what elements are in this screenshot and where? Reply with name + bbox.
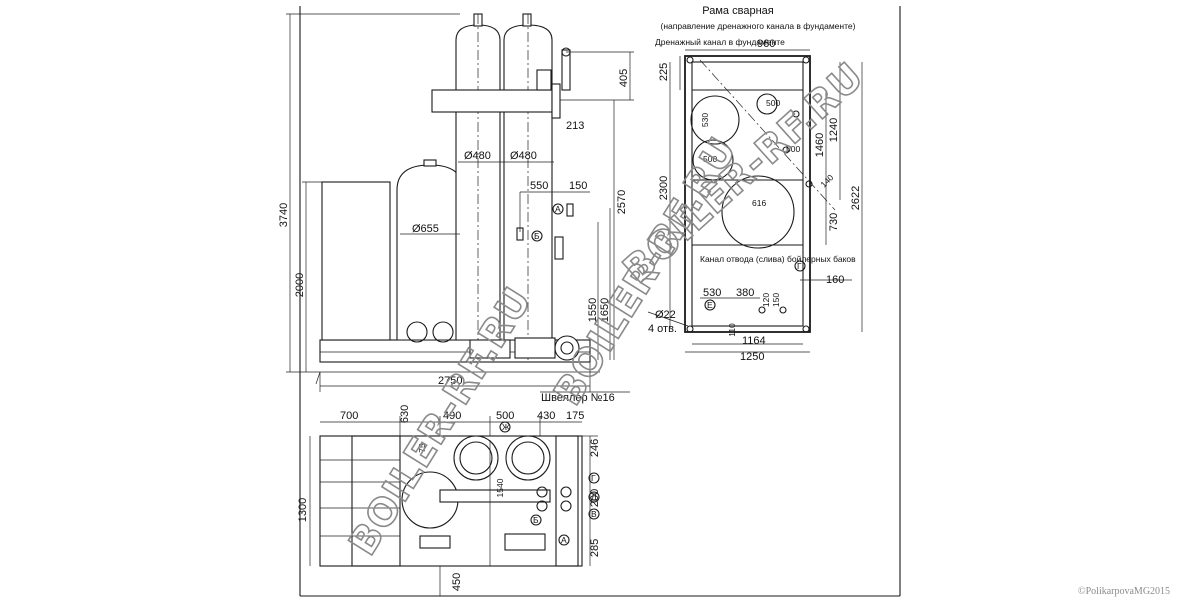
marker-b-front: Б [531,230,543,242]
dim-d655: Ø655 [412,223,439,235]
tank-outlet-label: Канал отвода (слива) бойлерных баков [700,254,856,264]
dim-405: 405 [618,69,630,87]
dim-246: 246 [589,439,601,457]
dim-1164: 1164 [742,335,766,347]
dim-490: 490 [443,410,461,422]
dim-d480-left: Ø480 [464,150,491,162]
dim-150-frame: 150 [771,293,781,307]
column-plan-right [505,435,551,481]
frame-subtitle: (направление дренажного канала в фундаме… [661,21,856,31]
dim-616: 616 [752,198,766,208]
dim-630: 630 [399,405,411,423]
svg-text:Б: Б [533,515,539,525]
svg-text:Б: Б [534,231,540,241]
dim-730: 730 [828,213,840,231]
control-cabinet [321,181,391,341]
dim-d480-right: Ø480 [510,150,537,162]
marker-g-frame: Г [794,260,806,272]
svg-text:А: А [555,204,561,214]
column-plan-left [453,435,499,481]
dim-1650: 1650 [599,298,611,322]
sheet-frame [299,6,901,597]
drain-channel-label: Дренажный канал в фундаменте [655,37,785,47]
dim-1550: 1550 [587,298,599,322]
frame-view [684,55,836,333]
dim-530-bottom: 530 [703,287,721,299]
marker-g-plan: Г [588,472,600,484]
dim-500-a: 500 [766,98,780,108]
dim-2750: 2750 [438,375,462,387]
dim-700: 700 [340,410,358,422]
dim-500-c: 500 [786,144,800,154]
frame-dimensions [647,49,863,353]
dim-380: 380 [736,287,754,299]
header-pipe [431,89,553,113]
dim-75: 75 [417,443,427,453]
dim-225: 225 [658,63,670,81]
dim-160: 160 [826,274,844,286]
svg-text:Е: Е [707,300,713,310]
channel-label: Швеллер №16 [541,392,615,404]
front-dimensions [286,13,634,393]
dim-150: 150 [569,180,587,192]
dim-500-b: 500 [703,154,717,164]
frame-title: Рама сварная [702,5,773,17]
dim-1460: 1460 [814,133,826,157]
plan-outline [319,435,583,567]
dim-110: 110 [727,323,737,337]
dim-960: 960 [757,38,775,50]
plan-dimensions [309,416,598,596]
marker-v-plan: В [588,508,600,520]
dim-1250: 1250 [740,351,764,363]
svg-text:Г: Г [591,473,596,483]
svg-text:В: В [591,509,597,519]
welded-frame [684,55,811,333]
dim-285: 285 [589,539,601,557]
marker-zh-plan: Ж [499,421,511,433]
marker-a-front: А [552,203,564,215]
dim-213: 213 [566,120,584,132]
plan-view [319,435,583,567]
dim-500: 500 [496,410,514,422]
dim-1300: 1300 [297,498,309,522]
svg-text:Д: Д [591,492,597,502]
dim-2300: 2300 [658,176,670,200]
copyright-text: ©PolikarpovaMG2015 [1078,586,1170,597]
svg-text:А: А [561,535,567,545]
holes-label-2: 4 отв. [648,323,677,335]
dim-550: 550 [530,180,548,192]
svg-text:Г: Г [797,261,802,271]
dim-140: 140 [818,172,835,189]
marker-b-plan: Б [530,514,542,526]
dim-120: 120 [761,293,771,307]
dim-530-top: 530 [700,113,710,127]
dim-2570: 2570 [616,190,628,214]
dim-450: 450 [451,573,463,591]
marker-a-plan: А [558,534,570,546]
front-view [319,13,591,363]
dim-2000: 2000 [294,273,306,297]
dim-175: 175 [566,410,584,422]
dim-1240: 1240 [828,118,840,142]
dim-2622: 2622 [850,186,862,210]
marker-d-plan: Д [588,491,600,503]
holes-label-1: Ø22 [655,309,676,321]
dim-3740: 3740 [278,203,290,227]
marker-e-frame: Е [704,299,716,311]
dim-1540: 1540 [495,478,505,497]
svg-text:Ж: Ж [502,422,510,432]
dim-430: 430 [537,410,555,422]
storage-tank [396,164,464,341]
